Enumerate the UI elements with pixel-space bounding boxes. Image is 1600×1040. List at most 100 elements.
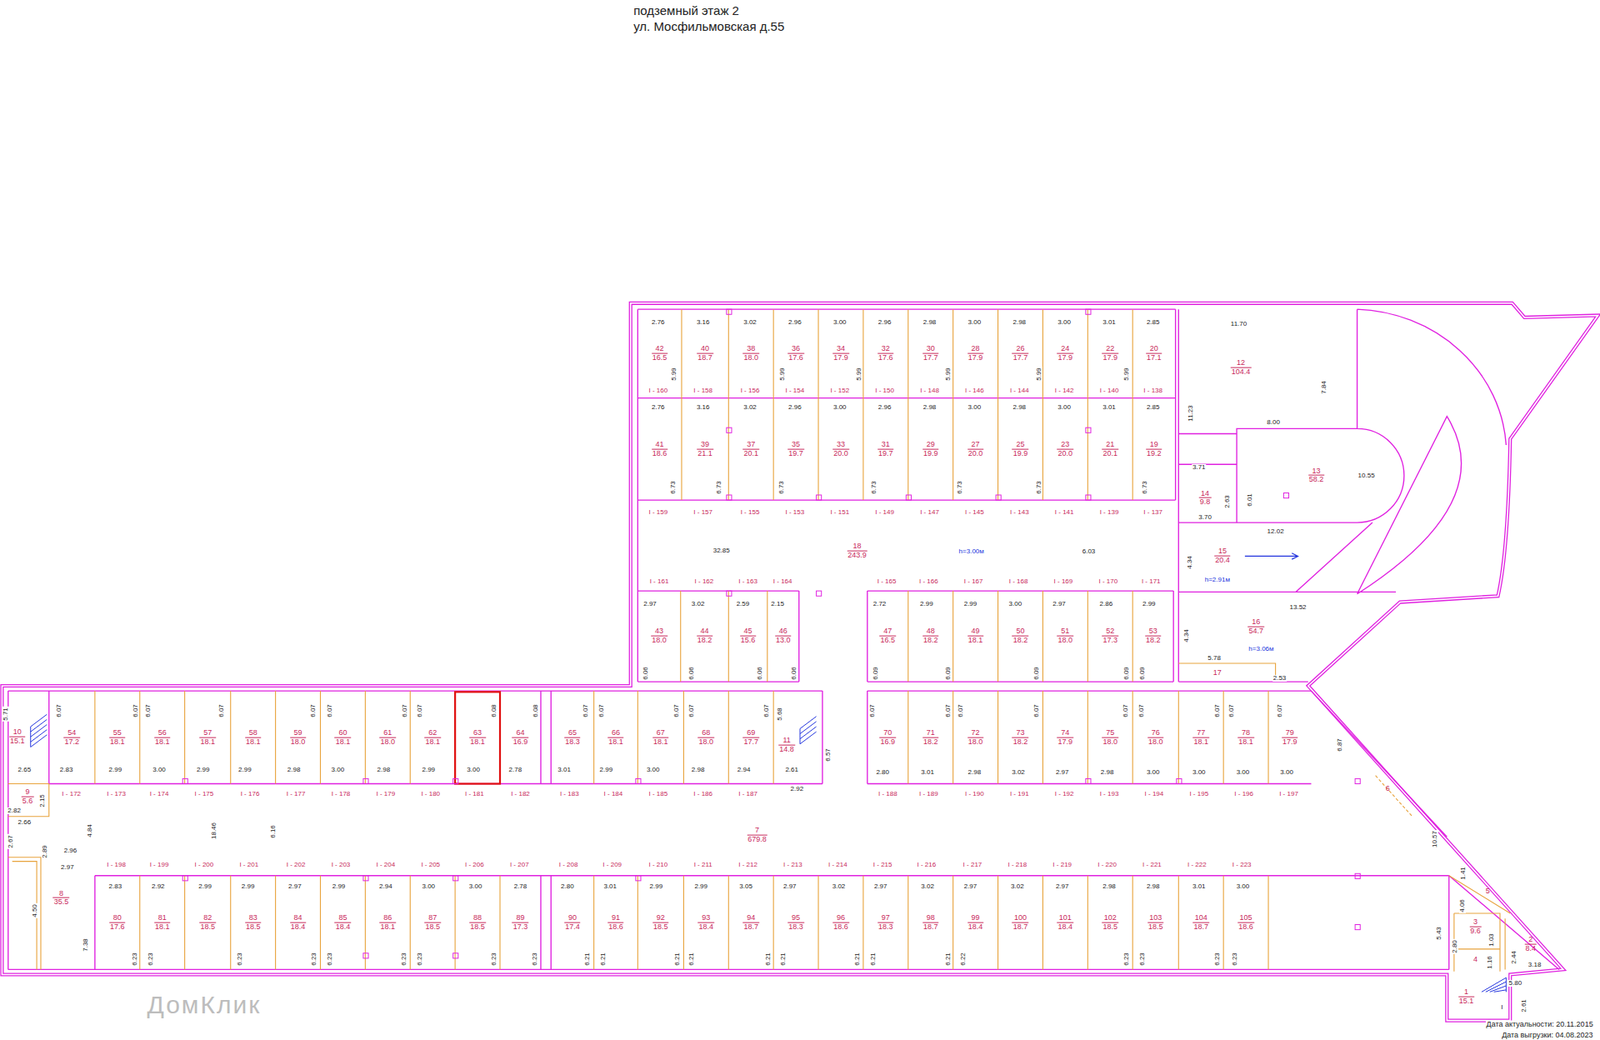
room-number: 45 bbox=[740, 627, 757, 637]
room-area: 18.0 bbox=[698, 737, 715, 746]
dimension: 1.41 bbox=[1460, 865, 1467, 881]
room-area: 20.0 bbox=[832, 449, 850, 458]
dimension: 3.16 bbox=[695, 319, 711, 326]
room-label: 7118.2 bbox=[922, 728, 940, 746]
dimension: 3.00 bbox=[1235, 769, 1251, 776]
room-area: 16.9 bbox=[880, 737, 897, 746]
room-area: 18.5 bbox=[652, 922, 670, 931]
parking-space-id: I - 220 bbox=[1096, 861, 1118, 869]
room-label: 2817.9 bbox=[967, 345, 985, 363]
room: 3320.0 bbox=[818, 398, 864, 500]
room-label: 9418.7 bbox=[742, 914, 760, 932]
dimension: 6.09 bbox=[1139, 665, 1146, 681]
room: 2120.1 bbox=[1087, 398, 1133, 500]
room-label: 10118.4 bbox=[1057, 914, 1075, 932]
dimension: 6.07 bbox=[688, 704, 695, 720]
partition-walls bbox=[8, 309, 1510, 972]
room-area: 18.5 bbox=[245, 922, 262, 931]
dimension: 6.07 bbox=[945, 704, 952, 720]
dimension: 5.99 bbox=[670, 367, 678, 383]
room-area: 15.1 bbox=[9, 737, 26, 746]
parking-space-id: I - 219 bbox=[1051, 861, 1073, 869]
room-area: 18.3 bbox=[877, 922, 895, 931]
parking-space-id: I - 145 bbox=[964, 509, 985, 516]
dimension: 3.00 bbox=[151, 766, 167, 774]
dimension: 5.43 bbox=[1435, 926, 1443, 942]
room-area: 18.1 bbox=[154, 737, 171, 746]
room-number: 10 bbox=[9, 728, 26, 738]
room-number: 58 bbox=[245, 728, 262, 738]
room: 1654.7 bbox=[1178, 591, 1396, 664]
room-number: 2 bbox=[1524, 935, 1537, 945]
room-label: 8518.4 bbox=[335, 914, 352, 932]
room-label: 4716.5 bbox=[880, 627, 897, 645]
parking-space-id: I - 211 bbox=[693, 861, 714, 869]
room-label: 12104.4 bbox=[1230, 358, 1252, 376]
room-area: 19.7 bbox=[787, 449, 805, 458]
dimension: 6.21 bbox=[780, 951, 787, 967]
parking-space-id: I - 166 bbox=[918, 578, 940, 585]
dimension: 3.18 bbox=[1527, 961, 1543, 969]
dimension: 6.23 bbox=[1231, 951, 1239, 967]
parking-space-id: I - 221 bbox=[1141, 861, 1163, 869]
dimension: 6.73 bbox=[778, 480, 785, 496]
room-area: 16.5 bbox=[880, 636, 897, 645]
room-number: 75 bbox=[1101, 728, 1119, 738]
dimension: 6.23 bbox=[131, 951, 139, 967]
parking-space-id: I - 169 bbox=[1053, 578, 1075, 585]
room-number: 71 bbox=[922, 728, 940, 738]
parking-space-id: I - 152 bbox=[829, 387, 850, 395]
dimension: 6.07 bbox=[1122, 704, 1130, 720]
room-label: 3217.6 bbox=[877, 345, 895, 363]
dimension: 6.22 bbox=[960, 951, 967, 967]
room-area: 19.9 bbox=[1012, 449, 1030, 458]
parking-space-id: I - 202 bbox=[285, 861, 307, 869]
parking-space-id: I - 216 bbox=[915, 861, 937, 869]
dimension: 2.94 bbox=[736, 766, 752, 774]
room-label: 6318.1 bbox=[469, 728, 486, 746]
parking-space-id: I - 170 bbox=[1097, 578, 1119, 585]
dimension: 3.00 bbox=[465, 766, 481, 774]
dimension: 6.07 bbox=[869, 704, 876, 720]
dimension: 3.02 bbox=[690, 600, 706, 608]
dimension: 6.08 bbox=[490, 704, 498, 720]
dimension: 6.09 bbox=[1033, 665, 1040, 681]
room-area: 58.2 bbox=[1308, 475, 1325, 485]
room-area: 104.4 bbox=[1230, 367, 1252, 376]
dimension: 6.07 bbox=[401, 704, 409, 720]
room-label: 2017.1 bbox=[1145, 345, 1163, 363]
room: 12104.4 bbox=[1178, 309, 1357, 434]
parking-space-id: I - 142 bbox=[1054, 387, 1075, 395]
room-area: 17.1 bbox=[1145, 354, 1163, 363]
dimension: 6.23 bbox=[310, 951, 318, 967]
dimension: 2.97 bbox=[287, 883, 303, 890]
parking-space-id: I - 156 bbox=[740, 387, 761, 395]
room-label: 3519.7 bbox=[787, 440, 805, 458]
dimension: 4.84 bbox=[86, 823, 94, 839]
room-label: 2617.7 bbox=[1012, 345, 1030, 363]
room-area: 18.1 bbox=[469, 737, 486, 746]
parking-space-id: I - 164 bbox=[772, 578, 794, 585]
parking-space-id: I - 176 bbox=[240, 790, 261, 798]
room-number: 19 bbox=[1145, 440, 1163, 450]
dimension: 2.78 bbox=[508, 766, 524, 774]
parking-space-id: I - 165 bbox=[876, 578, 898, 585]
room-number: 31 bbox=[877, 440, 895, 450]
height-note: h=3.00м bbox=[958, 548, 985, 555]
parking-space-id: I - 146 bbox=[964, 387, 985, 395]
dimension: 2.53 bbox=[1272, 675, 1288, 682]
dimension: 3.01 bbox=[602, 883, 618, 890]
room-number: 49 bbox=[967, 627, 985, 637]
room-number: 43 bbox=[650, 627, 668, 637]
room-label: 3320.0 bbox=[832, 440, 850, 458]
dimension: 12.02 bbox=[1266, 528, 1285, 535]
room-label: 9718.3 bbox=[877, 914, 895, 932]
parking-space-id: I - 182 bbox=[510, 790, 531, 798]
room-area: 18.6 bbox=[607, 922, 625, 931]
room-number: 23 bbox=[1057, 440, 1075, 450]
parking-space-id: I - 174 bbox=[149, 790, 170, 798]
dimension: 2.86 bbox=[1099, 600, 1115, 608]
dimension: 2.92 bbox=[150, 883, 166, 890]
dimension: 2.61 bbox=[784, 766, 800, 774]
dimension: 3.00 bbox=[645, 766, 661, 774]
